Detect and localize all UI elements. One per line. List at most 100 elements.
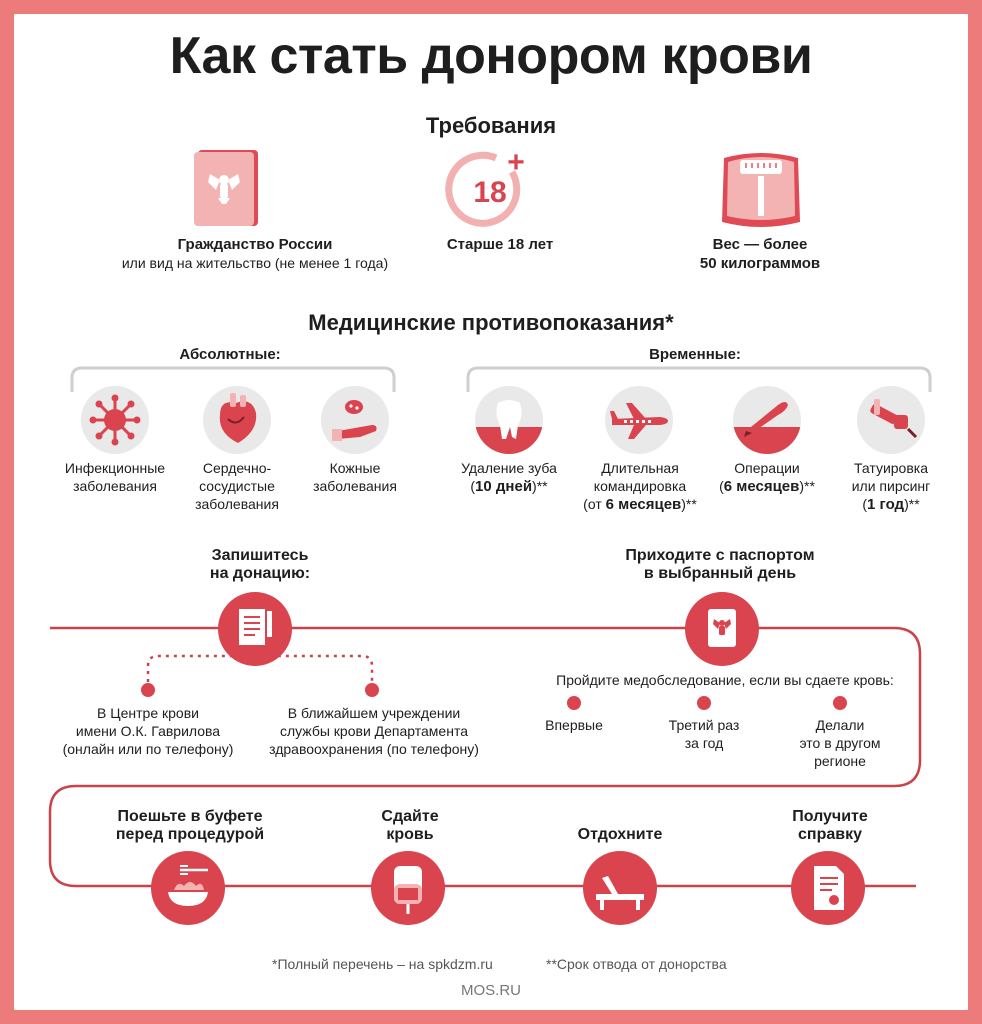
absolute-item-skin-line2: заболевания [313, 478, 397, 494]
skin-icon [321, 386, 389, 454]
option-center-line1: В Центре крови [97, 705, 199, 721]
surgery-line2: (6 месяцев)** [702, 477, 832, 496]
passport-step-icon [685, 592, 759, 666]
footnote-full-list: *Полный перечень – на spkdzm.ru [272, 956, 493, 972]
step-certificate: Получите справку [760, 808, 900, 844]
option-local-line1: В ближайшем учреждении [287, 705, 461, 721]
requirements-heading: Требования [425, 113, 557, 138]
tooth-line2-pre: ( [470, 478, 476, 494]
step-passport-line2: в выбранный день [643, 565, 797, 582]
temporary-item-tooth-line2: (10 дней)** [444, 477, 574, 496]
tattoo-line3-post: )** [904, 496, 920, 512]
step-register-line1: Запишитесь [211, 547, 309, 564]
tattoo-line1: Татуировка [853, 460, 929, 476]
requirement-citizenship: Гражданство России или вид на жительство… [110, 235, 400, 272]
exam-region-line1: Делали [815, 717, 865, 733]
document-icon [218, 592, 292, 666]
step-passport-line1: Приходите с паспортом [625, 547, 815, 564]
exam-third-line1: Третий раз [668, 717, 740, 733]
scale-icon [722, 153, 800, 227]
temporary-item-business-trip: Длительная командировка (от 6 месяцев)** [565, 459, 715, 514]
passport-icon [194, 150, 258, 226]
exam-dot-third [697, 696, 711, 710]
step-eat-line2: перед процедурой [115, 826, 265, 843]
register-option-center: В Центре крови имени О.К. Гаврилова (онл… [40, 704, 256, 758]
mos-ru-logo: MOS.RU [461, 982, 521, 999]
step-register: Запишитесь на донацию: [150, 547, 370, 583]
step-eat: Поешьте в буфете перед процедурой [90, 808, 290, 844]
tattoo-line3: (1 год)** [826, 495, 956, 514]
svg-text:18: 18 [473, 176, 506, 209]
exam-region-line2: это в другом [799, 735, 881, 751]
temporary-item-surgery: Операции (6 месяцев)** [702, 459, 832, 496]
option-dot-local [365, 683, 379, 697]
tattoo-duration: 1 год [867, 496, 905, 513]
register-option-local: В ближайшем учреждении службы крови Депа… [250, 704, 498, 758]
surgery-duration: 6 месяцев [723, 478, 800, 495]
heart-icon [203, 386, 271, 454]
lounger-icon [583, 851, 657, 925]
virus-icon [81, 386, 149, 454]
certificate-icon [791, 851, 865, 925]
surgery-line1: Операции [734, 460, 800, 476]
option-local-line3: здравоохранения (по телефону) [269, 741, 479, 757]
option-dot-center [141, 683, 155, 697]
temporary-item-tooth: Удаление зуба (10 дней)** [444, 459, 574, 496]
exam-region-line3: регионе [814, 753, 866, 769]
absolute-item-cardio-line2: сосудистые [199, 478, 275, 494]
step-register-line2: на донацию: [209, 565, 311, 582]
exam-option-third: Третий раз за год [654, 716, 754, 752]
requirement-age: Старше 18 лет [410, 235, 590, 254]
temporary-bracket [466, 366, 932, 392]
absolute-item-skin: Кожные заболевания [290, 459, 420, 495]
option-center-line3: (онлайн или по телефону) [62, 741, 234, 757]
absolute-item-infection: Инфекционные заболевания [50, 459, 180, 495]
footnote-deferral: **Срок отвода от донорства [546, 956, 727, 972]
surgery-line2-pre: ( [719, 478, 724, 494]
step-rest: Отдохните [550, 826, 690, 844]
requirement-weight: Вес — более 50 килограммов [670, 235, 850, 273]
svg-text:+: + [507, 146, 525, 179]
absolute-item-cardio-line3: заболевания [195, 496, 279, 512]
absolute-bracket [70, 366, 396, 392]
trip-line3-pre: (от [583, 496, 606, 512]
trip-line1: Длительная [601, 460, 679, 476]
trip-duration: 6 месяцев [605, 496, 682, 513]
blood-bag-icon [371, 851, 445, 925]
step-donate-line2: кровь [386, 826, 434, 843]
trip-line3: (от 6 месяцев)** [565, 495, 715, 514]
step-certificate-line2: справку [798, 826, 862, 843]
step-rest-line1: Отдохните [577, 826, 663, 843]
absolute-label: Абсолютные: [179, 346, 281, 363]
step-certificate-line1: Получите [792, 808, 868, 825]
absolute-item-infection-line2: заболевания [73, 478, 157, 494]
exam-dot-region [833, 696, 847, 710]
absolute-item-skin-line1: Кожные [329, 460, 381, 476]
exam-first-line1: Впервые [545, 717, 603, 733]
tooth-duration: 10 дней [475, 478, 533, 495]
temporary-item-tooth-line1: Удаление зуба [461, 460, 557, 476]
tooth-line2-post: )** [532, 478, 548, 494]
requirement-citizenship-subtitle: или вид на жительство (не менее 1 года) [121, 255, 389, 271]
tattoo-line3-pre: ( [862, 496, 868, 512]
absolute-item-infection-line1: Инфекционные [64, 460, 166, 476]
temporary-label: Временные: [649, 346, 741, 363]
tooth-icon [475, 386, 543, 454]
exam-third-line2: за год [684, 735, 724, 751]
absolute-item-cardio: Сердечно- сосудистые заболевания [172, 459, 302, 513]
food-icon [151, 851, 225, 925]
requirement-weight-subtitle: 50 килограммов [699, 255, 821, 272]
step-passport: Приходите с паспортом в выбранный день [590, 547, 850, 583]
option-local-line2: службы крови Департамента [279, 723, 468, 739]
tattoo-line2: или пирсинг [851, 478, 931, 494]
infographic-panel [14, 14, 968, 1010]
temporary-item-tattoo: Татуировка или пирсинг (1 год)** [826, 459, 956, 514]
trip-line2: командировка [593, 478, 687, 494]
scalpel-icon [733, 386, 801, 454]
page-title: Как стать донором крови [169, 27, 813, 85]
airplane-icon [605, 386, 673, 454]
surgery-line2-post: )** [799, 478, 815, 494]
absolute-item-cardio-line1: Сердечно- [202, 460, 272, 476]
requirement-age-title: Старше 18 лет [446, 236, 554, 253]
